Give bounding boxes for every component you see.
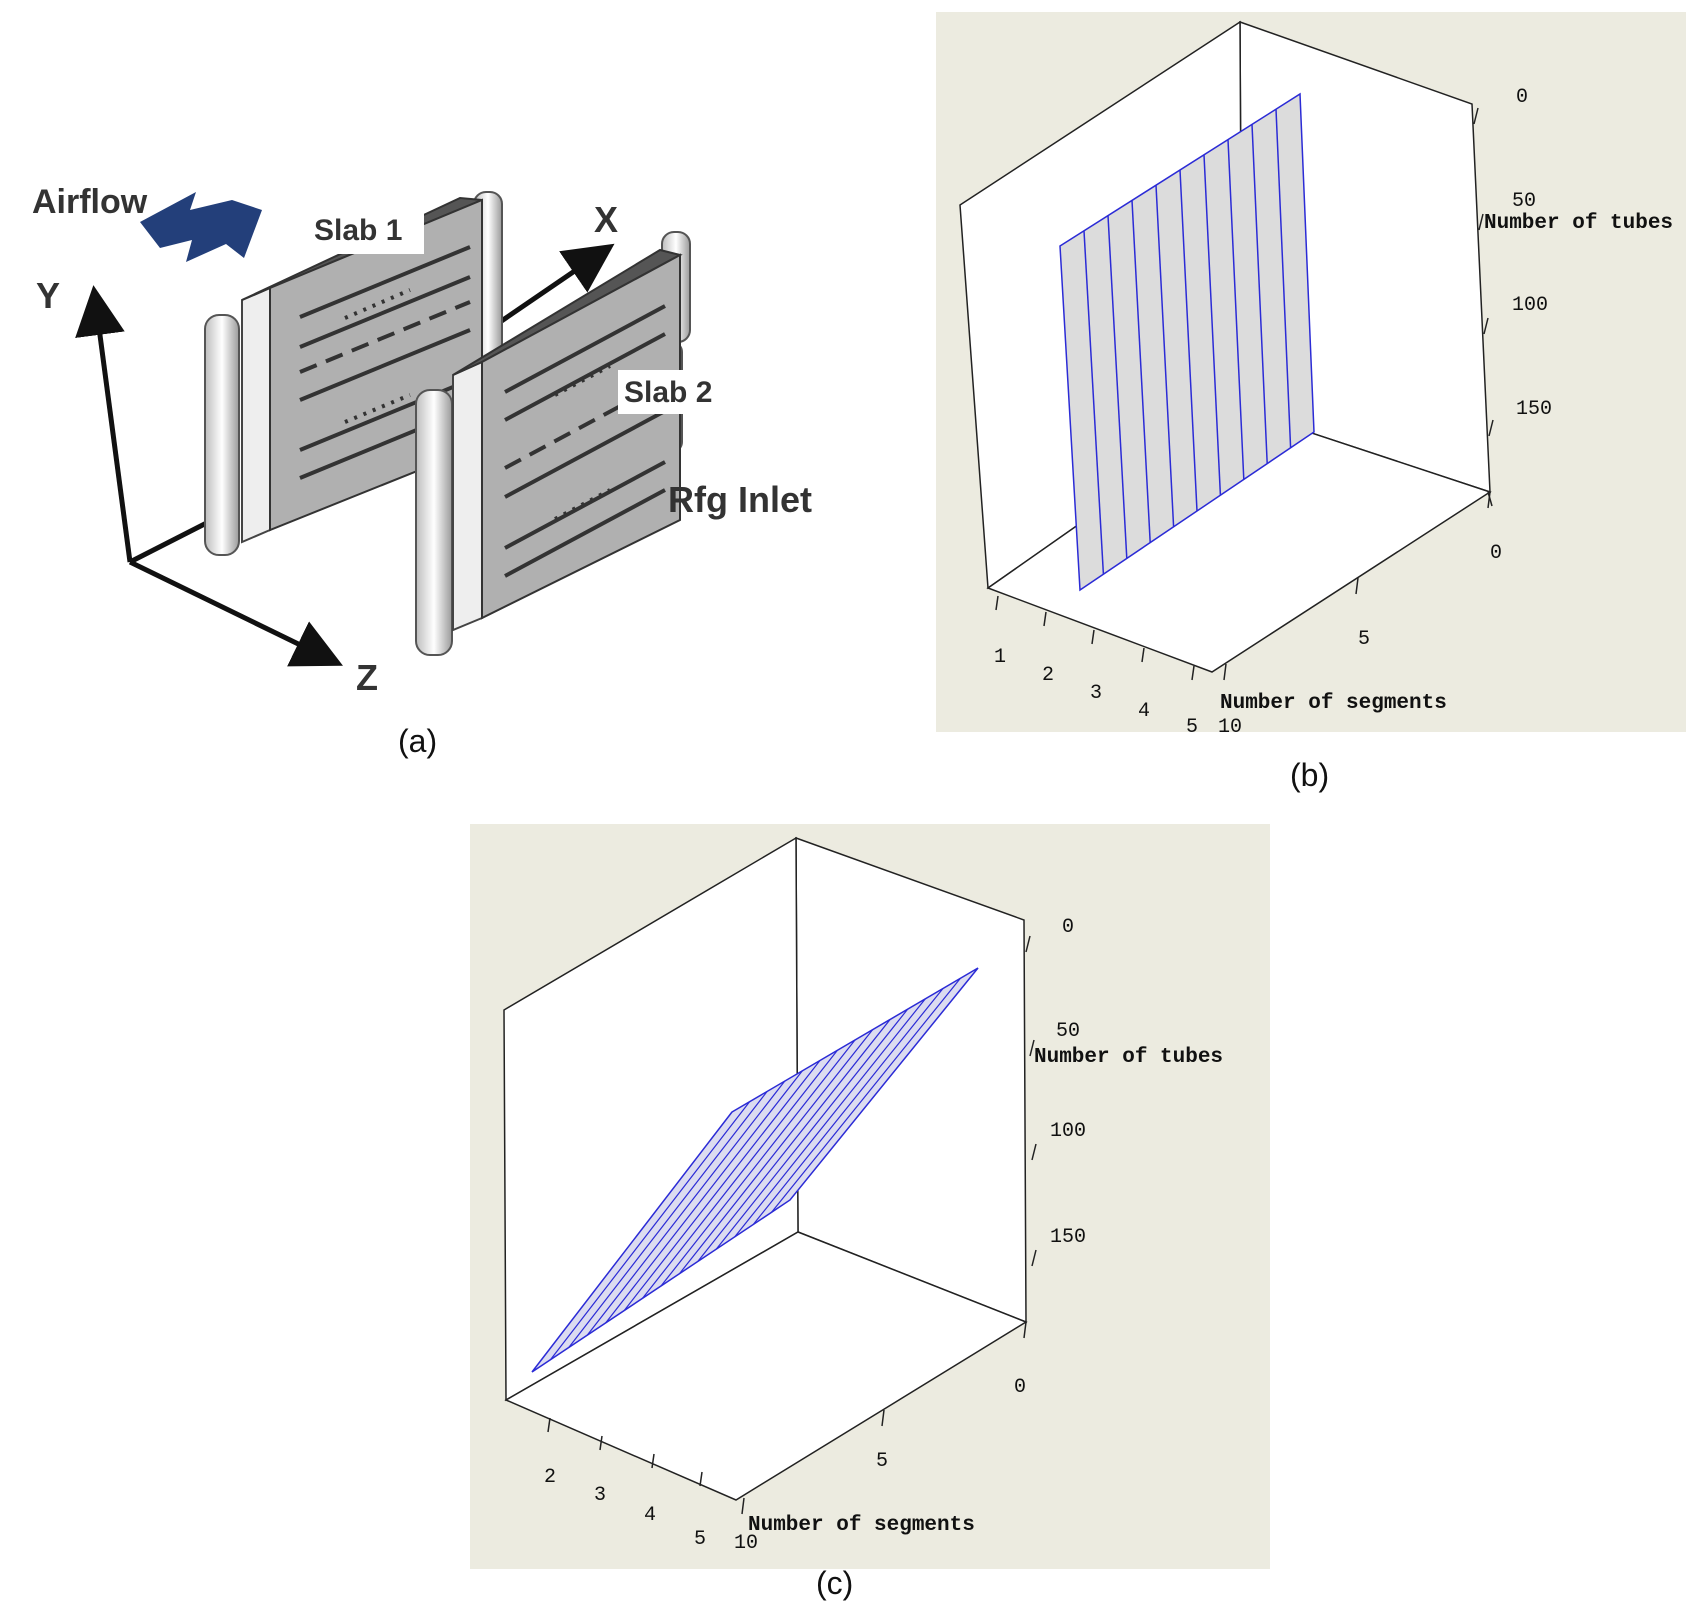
slab2-tube-lines <box>504 304 666 578</box>
surface-mesh-line <box>1083 230 1105 575</box>
slab2-label-bg <box>618 370 728 414</box>
surface-mesh-line <box>660 1039 856 1287</box>
panel-b-segments-axis-label: Number of segments <box>1220 692 1447 715</box>
slab1-front-header <box>204 314 240 556</box>
panel-b-caption: (b) <box>1290 757 1329 793</box>
surface-mesh-line <box>1227 139 1245 480</box>
surface-mesh-line <box>586 1080 786 1336</box>
surface-mesh-line <box>752 988 944 1225</box>
slab2-front-header <box>415 389 453 656</box>
panel-b-segment-tick-10: 10 <box>1218 716 1242 739</box>
x-axis-arrow <box>498 243 615 325</box>
panel-c-tubes-axis-label: Number of tubes <box>1034 1046 1223 1069</box>
inlet-label: Rfg Inlet <box>668 479 812 520</box>
surface-mesh-line <box>1275 109 1292 448</box>
surface-mesh-line <box>1179 169 1198 512</box>
panel-c-surface <box>531 967 979 1373</box>
panel-b-tube-tick-0: 0 <box>1516 86 1528 109</box>
airflow-label: Airflow <box>32 183 148 221</box>
surface-mesh-line <box>678 1029 874 1275</box>
surface-mesh-line <box>1251 124 1268 464</box>
panel-c-caption: (c) <box>816 1565 853 1601</box>
surface-mesh-line <box>1107 215 1128 559</box>
slab1-tube-lines <box>299 245 471 480</box>
panel-b-plot: 0 50 100 150 Number of tubes 0 5 10 Numb… <box>936 12 1686 793</box>
surface-mesh-line <box>1131 200 1151 543</box>
panel-c-segments-axis-label: Number of segments <box>748 1514 975 1537</box>
surface-mesh-line <box>1155 185 1175 527</box>
panel-c-segment-tick-0: 0 <box>1014 1376 1026 1399</box>
panel-b-tube-tick-50: 50 <box>1512 190 1536 213</box>
panel-c-surface-mesh <box>549 977 961 1361</box>
panel-b-slab-tick-1: 1 <box>994 646 1006 669</box>
airflow-arrow-icon <box>140 192 262 262</box>
z-axis-arrow <box>128 559 343 667</box>
panel-b-surface <box>1059 92 1315 592</box>
panel-b-slab-tick-4: 4 <box>1138 700 1150 723</box>
panel-b-tube-tick-100: 100 <box>1512 294 1548 317</box>
panel-c-segment-tick-5: 5 <box>876 1450 888 1473</box>
axis-y-label: Y <box>36 275 60 316</box>
slab1-label-bg <box>306 208 424 254</box>
slab2-face <box>481 253 681 620</box>
surface-mesh-line <box>568 1091 768 1348</box>
panel-c-segment-tick-10: 10 <box>734 1532 758 1555</box>
panel-c-tube-tick-0: 0 <box>1062 916 1074 939</box>
slab1-label: Slab 1 <box>314 214 402 247</box>
surface-mesh-line <box>697 1019 891 1262</box>
surface-mesh-line <box>605 1070 803 1324</box>
panel-b-slab-tick-5: 5 <box>1186 716 1198 739</box>
panel-b-tube-tick-150: 150 <box>1516 398 1552 421</box>
panel-c-tube-tick-50: 50 <box>1056 1020 1080 1043</box>
panel-a-diagram: Airflow Slab 1 Slab 2 Rfg Inlet X Y Z (a… <box>32 183 812 759</box>
panel-b-segment-tick-0: 0 <box>1490 542 1502 565</box>
slab2-side <box>452 360 483 632</box>
panel-c-slab-tick-4: 4 <box>644 1504 656 1527</box>
panel-b-slab-axis-ticks <box>995 595 1195 681</box>
panel-b-segment-tick-5: 5 <box>1358 628 1370 651</box>
y-axis-arrow <box>75 285 133 563</box>
panel-b-segment-axis-ticks <box>1223 491 1491 681</box>
panel-b-tubes-axis-label: Number of tubes <box>1484 212 1673 235</box>
panel-a-caption: (a) <box>398 723 437 759</box>
panel-b-tube-axis-ticks <box>1473 107 1494 507</box>
panel-c-segment-axis-ticks <box>741 1321 1027 1515</box>
panel-b-surface-mesh <box>1083 109 1292 575</box>
panel-c-tube-tick-100: 100 <box>1050 1120 1086 1143</box>
panel-b-slab-tick-2: 2 <box>1042 664 1054 687</box>
surface-mesh-line <box>734 998 926 1238</box>
surface-mesh-line <box>771 977 961 1213</box>
surface-mesh-line <box>715 1008 909 1250</box>
panel-c-tube-tick-150: 150 <box>1050 1226 1086 1249</box>
surface-mesh-line <box>1203 154 1222 496</box>
slab1-side <box>241 286 271 544</box>
panel-c-tube-axis-ticks <box>1025 935 1037 1267</box>
surface-mesh-line <box>623 1060 821 1311</box>
axis-z-label: Z <box>356 657 378 698</box>
panel-c-slab-tick-5: 5 <box>694 1528 706 1551</box>
surface-mesh-line <box>549 1101 751 1361</box>
slab2-label: Slab 2 <box>624 376 712 409</box>
axis-x-label: X <box>594 199 618 240</box>
panel-c-slab-tick-2: 2 <box>544 1466 556 1489</box>
panel-b-slab-tick-3: 3 <box>1090 682 1102 705</box>
panel-c-slab-axis-ticks <box>547 1417 703 1487</box>
surface-mesh-line <box>642 1049 838 1299</box>
panel-c-slab-tick-3: 3 <box>594 1484 606 1507</box>
panel-c-plot: 0 50 100 150 Number of tubes 0 5 10 Numb… <box>470 824 1270 1601</box>
